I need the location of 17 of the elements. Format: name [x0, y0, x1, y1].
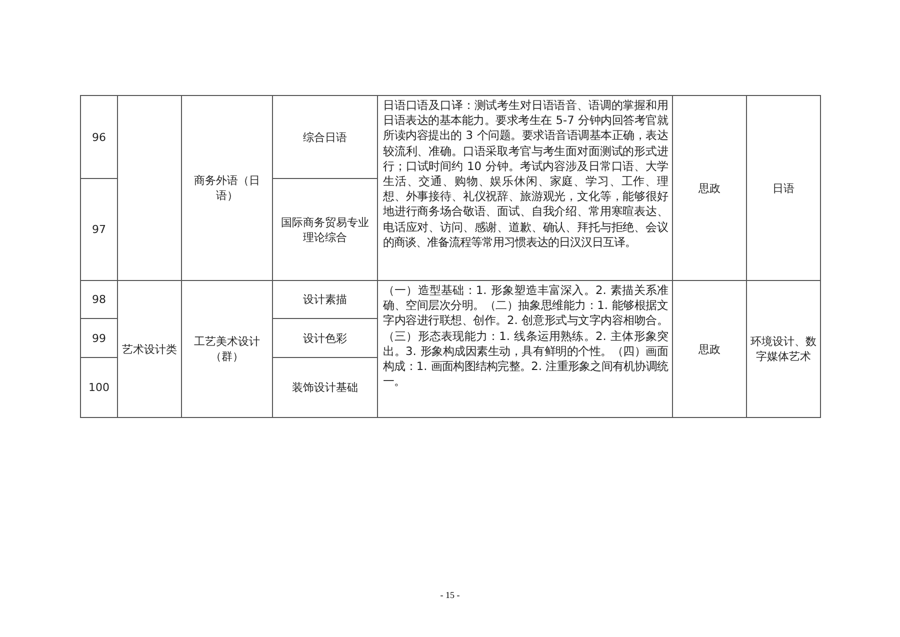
row-number: 96: [80, 96, 118, 178]
related-major: 日语: [746, 96, 820, 280]
major-name: 工艺美术设计（群）: [182, 280, 272, 418]
related-major: 环境设计、数字媒体艺术: [746, 280, 820, 418]
subject-name: 设计素描: [272, 280, 378, 318]
exam-description: （一）造型基础：1. 形象塑造丰富深入。2. 素描关系准确、空间层次分明。（二）抽象思维能力：1. 能够根据文字内容进行联想、创作。2. 创意形式与文字内容相吻合。（三）形态表现能力：1. 线条运用熟练。2. 主体形象突出。3. 形象构成因素生动，具有鲜明的个性。（四）画面构成：1. 画面构图结构完整。2. 注重形象之间有机协调统一。: [378, 280, 672, 418]
subject-name: 综合日语: [272, 96, 378, 178]
major-name: 商务外语（日语）: [182, 96, 272, 280]
row-number: 97: [80, 178, 118, 280]
category-name: 艺术设计类: [118, 280, 182, 418]
row-number: 100: [80, 358, 118, 418]
politics-subject: 思政: [672, 280, 746, 418]
page-number: - 15 -: [439, 590, 461, 600]
row-number: 99: [80, 318, 118, 358]
politics-subject: 思政: [672, 96, 746, 280]
row-number: 98: [80, 280, 118, 318]
exam-description: 日语口语及口译：测试考生对日语语音、语调的掌握和用日语表达的基本能力。要求考生在 5-7 分钟内回答考官就所读内容提出的 3 个问题。要求语音语调基本正确，表达较流利、准确。口语采取考官与考生面对面测试的形式进行；口试时间约 10 分钟。考试内容涉及日常口语、大学生活、交通、购物、娱乐休闲、家庭、学习、工作、理想、外事接待、礼仪祝辞、旅游观光，文化等，能够很好地进行商务场合敬语、面试、自我介绍、常用寒暄表达、电话应对、访问、感谢、道歉、确认、拜托与拒绝、会议的商谈、准备流程等常用习惯表达的日汉汉日互译。: [378, 96, 672, 280]
